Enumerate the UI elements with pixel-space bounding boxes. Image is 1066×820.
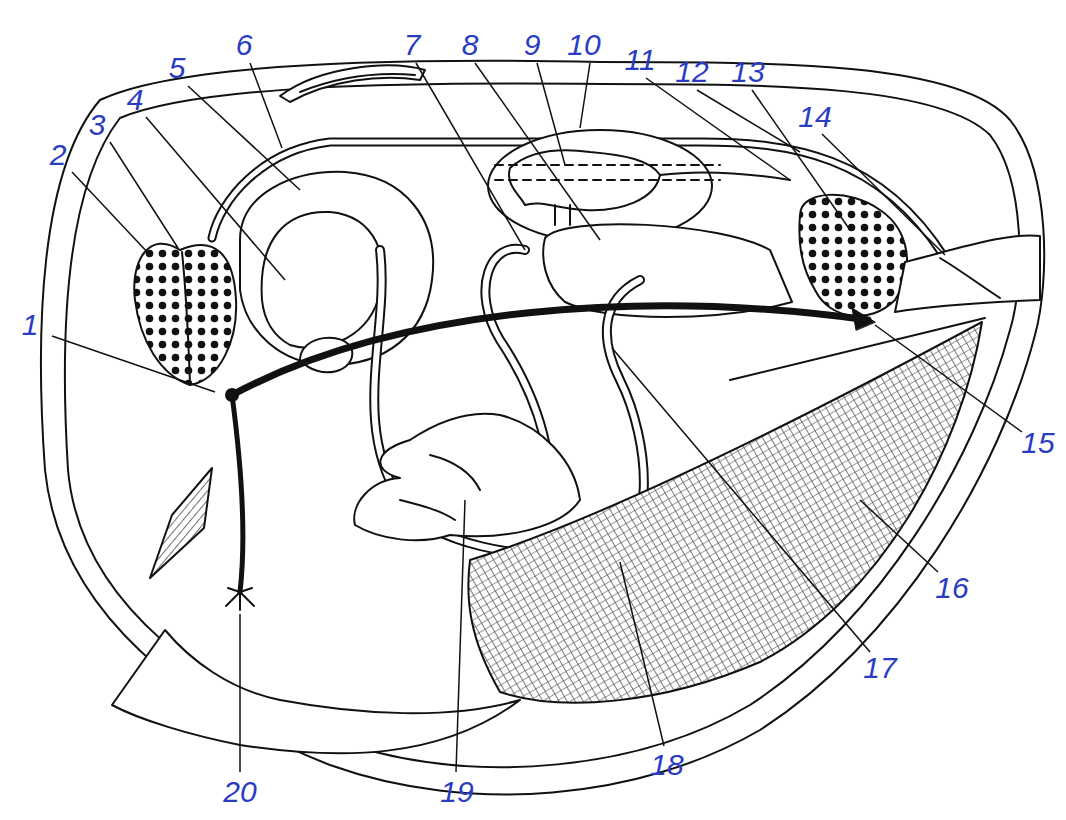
posterior-adductor [799,195,907,316]
callout-number: 1 [22,310,39,340]
callout-number: 9 [524,30,541,60]
callout-number: 17 [863,653,896,683]
callout-number: 6 [236,30,253,60]
stomach [262,212,383,348]
leader-lines [52,63,1022,772]
anterior-adductor [134,244,236,385]
callout-number: 11 [624,45,655,75]
pedal-ganglion [226,588,254,610]
foot [354,414,580,540]
mantle-line [65,84,1020,768]
nerve-cord [232,306,868,395]
umbo [280,66,425,102]
gill [468,322,982,703]
callout-number: 8 [462,30,479,60]
callout-number: 18 [650,750,683,780]
callout-number: 13 [731,57,764,87]
callout-number: 14 [798,102,831,132]
callout-number: 12 [675,57,708,87]
umbo-line [300,74,415,92]
labial-palp [150,468,212,578]
callout-number: 15 [1021,428,1054,458]
shell-outline [41,61,1044,795]
callout-number: 10 [567,30,600,60]
callout-number: 4 [127,85,144,115]
callout-number: 7 [404,30,421,60]
callout-number: 3 [89,110,106,140]
callout-number: 5 [169,53,186,83]
cerebral-ganglion [226,389,238,401]
callout-number: 19 [440,777,473,807]
callout-number: 2 [50,140,67,170]
callout-number: 16 [935,573,968,603]
callout-number: 20 [223,777,256,807]
siphon [895,235,1040,312]
